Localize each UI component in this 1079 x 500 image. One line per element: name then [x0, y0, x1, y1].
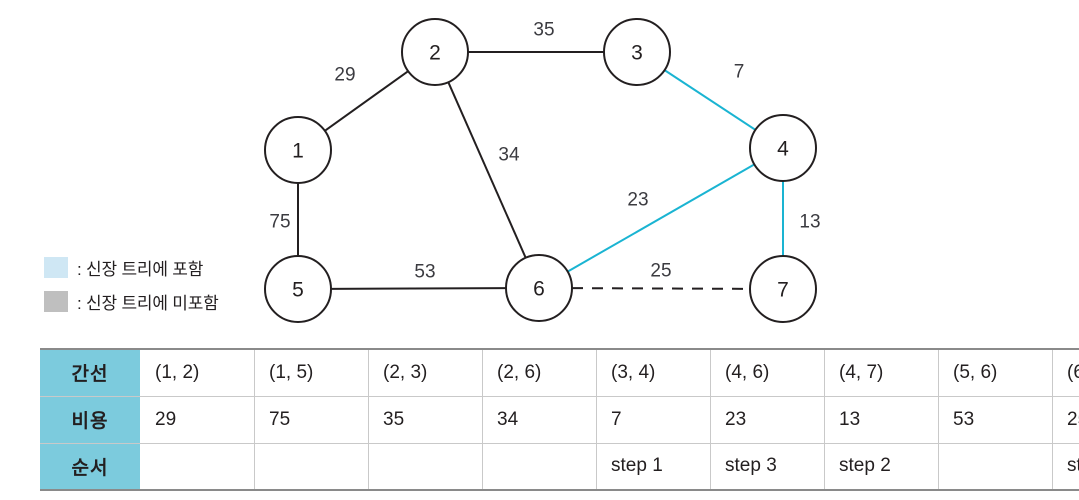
edge-pair-cell-3--4: (3, 4): [596, 348, 711, 397]
edge-order-cell-3--4: step 1: [596, 442, 711, 491]
legend-swatch-excluded-icon: [44, 290, 68, 312]
graph-node-1: [264, 116, 332, 184]
edge-pair-cell-4--6: (4, 6): [710, 348, 825, 397]
graph-node-label-3: 3: [631, 42, 643, 65]
graph-edge-6-7: [571, 287, 751, 290]
edge-order-cell-4--6: step 3: [710, 442, 825, 491]
graph-node-label-1: 1: [292, 140, 304, 163]
edge-weight-1-5: 75: [269, 212, 290, 233]
edge-weight-4-6: 23: [627, 190, 648, 211]
graph-node-label-5: 5: [292, 279, 304, 302]
graph-node-label-6: 6: [533, 278, 545, 301]
row-header-edge: 간선: [40, 348, 141, 397]
edge-cost-cell-2--6: 34: [482, 395, 597, 444]
edge-cost-cell-2--3: 35: [368, 395, 483, 444]
edge-cost-cell-3--4: 7: [596, 395, 711, 444]
edge-weight-4-7: 13: [799, 212, 820, 233]
graph-node-label-4: 4: [777, 138, 789, 161]
edge-cost-table: 간선 (1, 2)(1, 5)(2, 3)(2, 6)(3, 4)(4, 6)(…: [40, 348, 1079, 491]
edge-order-cell-2--6: [482, 442, 597, 491]
edge-pair-cell-5--6: (5, 6): [938, 348, 1053, 397]
table-row-edges: 간선 (1, 2)(1, 5)(2, 3)(2, 6)(3, 4)(4, 6)(…: [40, 348, 1079, 397]
edge-cost-cell-1--5: 75: [254, 395, 369, 444]
legend-item-excluded: : 신장 트리에 미포함: [44, 284, 274, 318]
graph-edge-4-6: [567, 163, 755, 273]
graph-node-6: [505, 254, 573, 322]
graph-node-2: [401, 18, 469, 86]
legend-item-included: : 신장 트리에 포함: [44, 250, 274, 284]
edge-weight-2-6: 34: [498, 145, 520, 166]
edge-weight-5-6: 53: [414, 262, 435, 283]
edge-order-cell-2--3: [368, 442, 483, 491]
edge-weight-3-4: 7: [734, 62, 745, 83]
edge-order-cell-5--6: [938, 442, 1053, 491]
edge-cost-cell-4--7: 13: [824, 395, 939, 444]
edge-weight-6-7: 25: [650, 261, 671, 282]
edge-cost-cell-5--6: 53: [938, 395, 1053, 444]
row-header-cost: 비용: [40, 395, 141, 444]
graph-node-7: [749, 255, 817, 323]
edge-pair-cell-6--7: (6, 7): [1052, 348, 1079, 397]
edge-pair-cell-2--3: (2, 3): [368, 348, 483, 397]
legend-label-included: : 신장 트리에 포함: [77, 259, 204, 279]
edge-weight-1-2: 29: [334, 65, 355, 86]
graph-edge-5-6: [330, 287, 507, 290]
graph-edge-3-4: [664, 69, 756, 131]
graph-node-label-7: 7: [777, 279, 789, 302]
edge-cost-cell-1--2: 29: [140, 395, 255, 444]
legend: : 신장 트리에 포함 : 신장 트리에 미포함: [44, 250, 274, 318]
graph-node-4: [749, 114, 817, 182]
edge-order-cell-6--7: step 4: [1052, 442, 1079, 491]
row-header-order: 순서: [40, 442, 141, 491]
edge-order-cell-4--7: step 2: [824, 442, 939, 491]
edge-cost-cell-6--7: 25: [1052, 395, 1079, 444]
edge-pair-cell-4--7: (4, 7): [824, 348, 939, 397]
edge-order-cell-1--2: [140, 442, 255, 491]
graph-node-5: [264, 255, 332, 323]
edge-pair-cell-1--2: (1, 2): [140, 348, 255, 397]
legend-label-excluded: : 신장 트리에 미포함: [77, 293, 219, 313]
graph-edge-1-2: [324, 70, 409, 132]
graph-edge-2-6: [447, 81, 527, 259]
edge-cost-cell-4--6: 23: [710, 395, 825, 444]
edge-pair-cell-2--6: (2, 6): [482, 348, 597, 397]
edge-order-cell-1--5: [254, 442, 369, 491]
graph-node-label-2: 2: [429, 42, 441, 65]
edge-weight-2-3: 35: [533, 20, 554, 41]
graph-node-3: [603, 18, 671, 86]
edge-pair-cell-1--5: (1, 5): [254, 348, 369, 397]
legend-swatch-included-icon: [44, 256, 68, 278]
